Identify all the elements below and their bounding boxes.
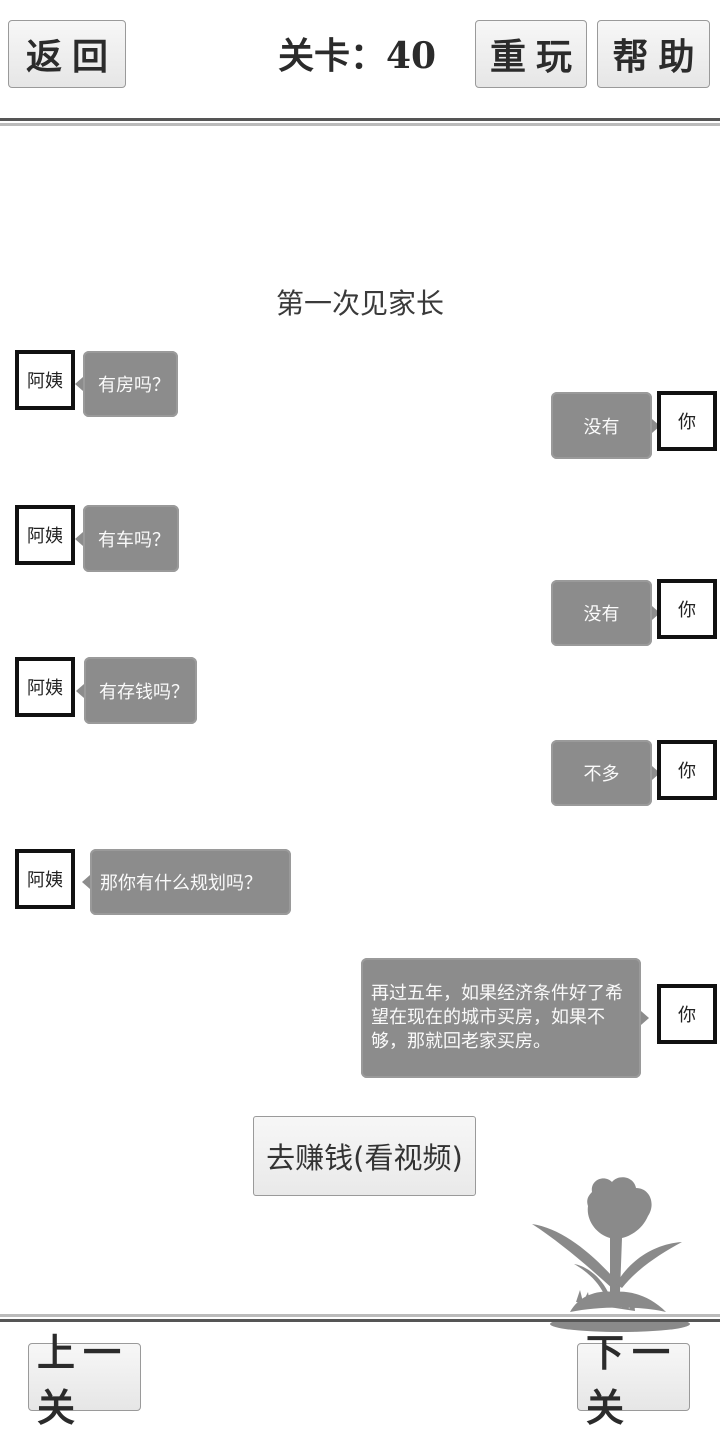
help-button[interactable]: 帮助	[597, 20, 710, 88]
dialog-bubble-aunt: 有车吗？	[75, 505, 179, 572]
dialog-bubble-you: 不多	[551, 740, 660, 806]
flower-silhouette-icon	[532, 1177, 690, 1332]
dialog-text: 有存钱吗？	[99, 681, 189, 703]
replay-button[interactable]: 重玩	[475, 20, 587, 88]
speaker-avatar-aunt: 阿姨	[15, 657, 75, 717]
footer-divider	[0, 1314, 720, 1322]
dialog-text: 那你有什么规划吗？	[100, 873, 262, 894]
dialog-text: 有房吗？	[98, 375, 170, 396]
speaker-avatar-aunt: 阿姨	[15, 350, 75, 410]
prev-level-button[interactable]: 上一关	[28, 1330, 141, 1430]
dialog-text: 没有	[583, 416, 620, 438]
scene-title: 第一次见家长	[275, 287, 444, 320]
dialog-bubble-you: 没有	[551, 392, 660, 459]
dialog-bubble-you: 没有	[551, 580, 660, 646]
back-button[interactable]: 返回	[8, 20, 126, 88]
dialog-bubble-aunt: 有房吗？	[75, 351, 178, 417]
next-level-button[interactable]: 下一关	[577, 1330, 690, 1430]
dialog-text: 不多	[583, 764, 620, 785]
dialog-text: 没有	[583, 604, 620, 625]
speaker-avatar-you: 你	[657, 391, 717, 451]
level-indicator: 关卡：40	[278, 35, 437, 77]
earn-money-video-button[interactable]: 去赚钱(看视频)	[253, 1116, 476, 1196]
dialog-bubble-you: 再过五年，如果经济条件好了希望在现在的城市买房，如果不够，那就回老家买房。	[361, 958, 649, 1078]
dialog-text: 有车吗？	[98, 529, 170, 551]
speaker-avatar-you: 你	[657, 579, 717, 639]
speaker-avatar-aunt: 阿姨	[15, 849, 75, 909]
header-divider	[0, 118, 720, 126]
dialog-bubble-aunt: 有存钱吗？	[76, 657, 197, 724]
speaker-avatar-you: 你	[657, 740, 717, 800]
speaker-avatar-you: 你	[657, 984, 717, 1044]
dialog-text: 再过五年，如果经济条件好了希望在现在的城市买房，如果不够，那就回老家买房。	[371, 983, 623, 1052]
dialog-bubble-aunt: 那你有什么规划吗？	[82, 849, 291, 915]
speaker-avatar-aunt: 阿姨	[15, 505, 75, 565]
